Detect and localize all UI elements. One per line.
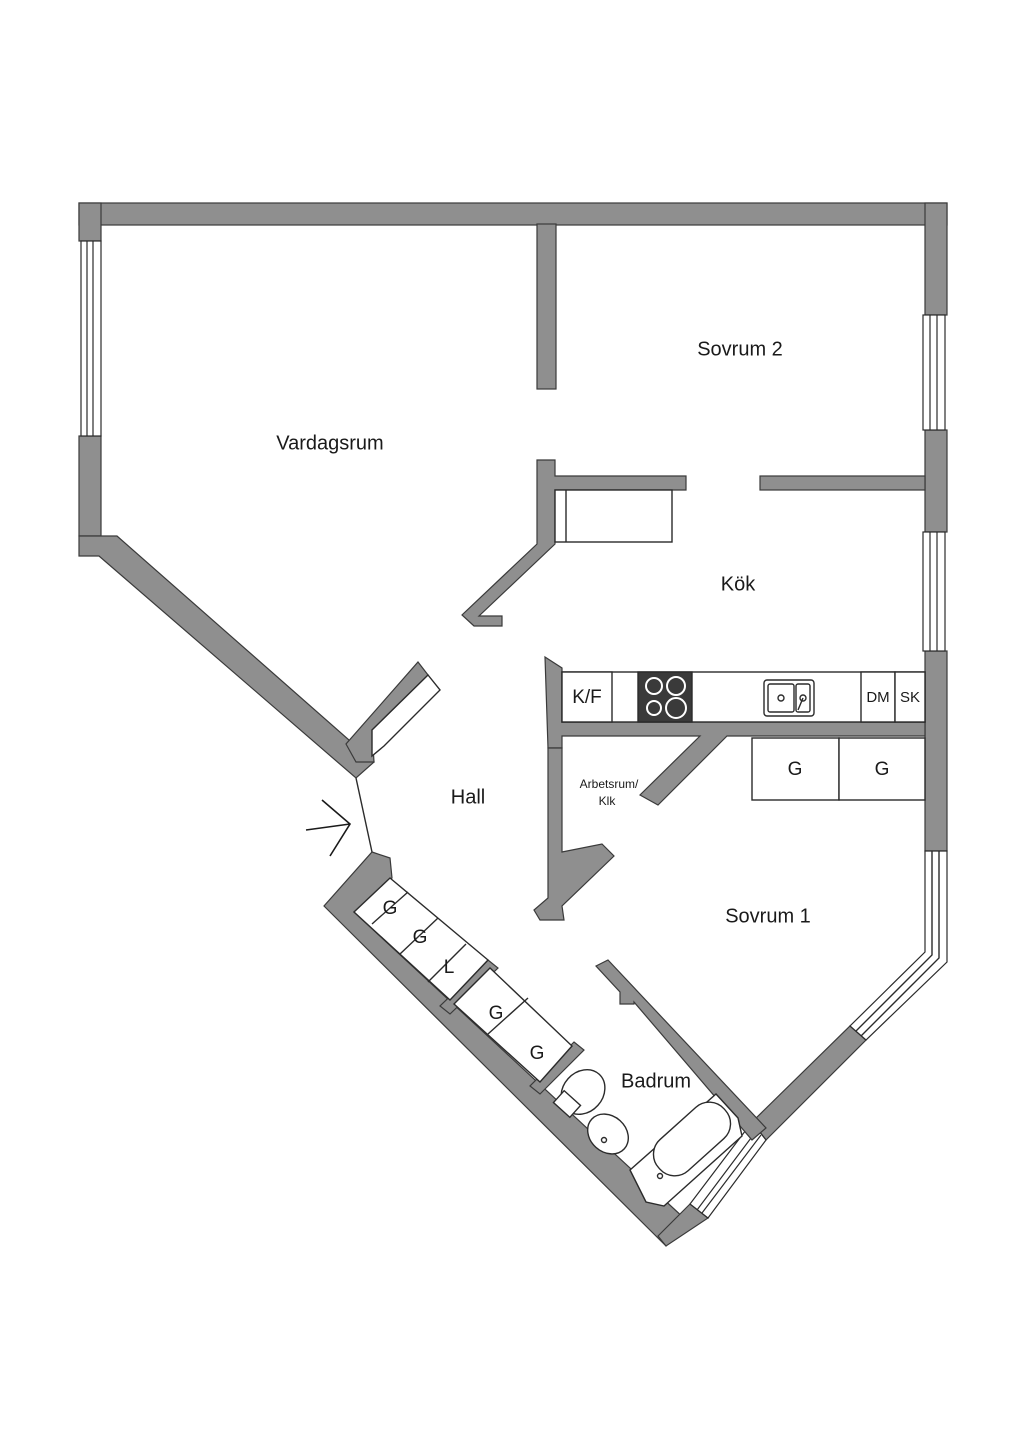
label-arbetsrum-line2: Klk — [599, 794, 617, 808]
kitchen-side-cabinet — [554, 489, 673, 543]
wall-diagonal-upper-left — [78, 535, 375, 779]
wall-left-lower — [78, 435, 102, 537]
wardrobe-2-label: G — [875, 759, 890, 780]
hall-wall-shelf — [371, 673, 441, 758]
label-kok: Kök — [721, 573, 756, 595]
wall-top — [78, 202, 948, 226]
wall-living-bedroom — [536, 223, 557, 390]
window-badrum — [689, 1121, 767, 1219]
entrance-arrow-icon — [305, 799, 352, 857]
windows — [80, 240, 948, 1219]
hall-wardrobe-2-label: G — [413, 927, 428, 948]
window-sovrum2 — [922, 314, 946, 431]
window-sovrum1 — [849, 850, 948, 1041]
living-storage — [371, 489, 673, 758]
stove-burners — [645, 676, 687, 719]
entrance — [305, 777, 373, 857]
kitchen: K/F DM SK — [561, 671, 926, 723]
wall-right-3 — [924, 650, 948, 852]
interior-walls — [345, 223, 926, 1141]
dishwasher-label: DM — [866, 689, 889, 706]
room-labels: Vardagsrum Sovrum 2 Kök Hall Arbetsrum/ … — [276, 338, 811, 1092]
label-badrum: Badrum — [621, 1070, 691, 1092]
wardrobe-1-label: G — [788, 759, 803, 780]
cabinet — [894, 671, 926, 723]
fridge-freezer — [561, 671, 613, 723]
window-kok — [922, 531, 946, 652]
window-vardagsrum — [80, 240, 102, 437]
fridge-label: K/F — [572, 687, 602, 708]
toilet-icon — [552, 1069, 606, 1119]
bathroom — [552, 1069, 743, 1207]
wall-bath-bedroom — [595, 959, 767, 1141]
hall-wardrobe-3-label: L — [444, 957, 455, 978]
wall-kitchen-bedroom2 — [759, 475, 926, 491]
dishwasher — [860, 671, 896, 723]
entry-door-leaf — [355, 777, 373, 853]
hall-wardrobe-run-2 — [452, 967, 573, 1083]
hall-wardrobe-run-1 — [352, 877, 490, 1001]
hall-wardrobe-1-label: G — [383, 898, 398, 919]
wall-right-2 — [924, 429, 948, 533]
label-sovrum1: Sovrum 1 — [725, 905, 811, 927]
wardrobe-2 — [838, 737, 926, 801]
hall-wardrobe-5-label: G — [530, 1043, 545, 1064]
hall-wardrobe-4-label: G — [489, 1003, 504, 1024]
wall-left-upper — [78, 202, 102, 242]
sink-icon — [763, 679, 815, 717]
wall-kitchen-partition — [461, 459, 687, 627]
hall-wardrobes: G G L G G — [352, 877, 573, 1083]
wardrobe-1 — [751, 737, 840, 801]
label-sovrum2: Sovrum 2 — [697, 338, 783, 360]
bedroom1-wardrobes: G G — [751, 737, 926, 801]
bathtub-icon — [629, 1093, 743, 1207]
label-hall: Hall — [451, 786, 485, 808]
wall-arbetsrum — [533, 747, 615, 921]
label-vardagsrum: Vardagsrum — [276, 432, 383, 454]
wall-diagonal-lower-right — [751, 1025, 867, 1141]
washbasin-icon — [586, 1113, 630, 1155]
wall-right-1 — [924, 202, 948, 316]
label-arbetsrum-line1: Arbetsrum/ — [580, 777, 639, 791]
cabinet-label: SK — [900, 689, 920, 706]
